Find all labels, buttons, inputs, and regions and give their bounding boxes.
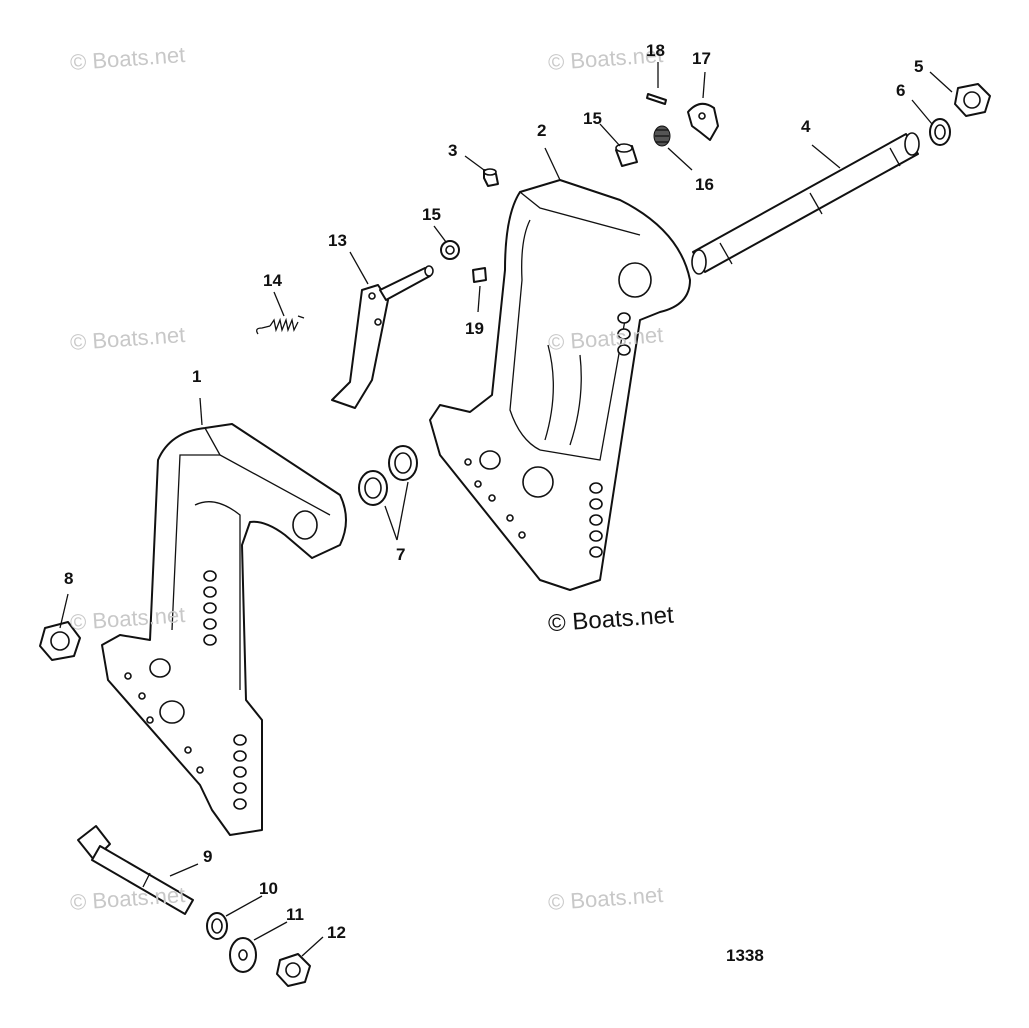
part-4-tilt-tube (691, 132, 920, 275)
callout-12: 12 (327, 923, 346, 942)
figure-number: 1338 (726, 946, 764, 965)
part-12-nut (276, 953, 311, 987)
callout-1: 1 (192, 367, 202, 386)
callout-4: 4 (801, 117, 811, 136)
part-9-bolt (77, 825, 194, 915)
part-16-knurled-bushing (653, 125, 671, 147)
callout-13: 13 (328, 231, 347, 250)
part-11-flat-washer (229, 937, 257, 973)
callout-3: 3 (448, 141, 458, 160)
part-15-bushing-b (615, 143, 638, 167)
part-1-adjustment-holes (203, 570, 247, 810)
part-18-pin (646, 93, 667, 105)
part-13-tilt-lever (331, 265, 434, 409)
part-2-adjustment-holes (589, 312, 631, 558)
callout-11: 11 (286, 905, 304, 924)
part-15-bushing-a (440, 240, 460, 260)
callout-16: 16 (695, 175, 714, 194)
callout-15a: 15 (422, 205, 441, 224)
part-10-washer (206, 912, 228, 940)
callout-19: 19 (465, 319, 484, 338)
part-6-washer (929, 118, 951, 146)
part-14-spring (256, 315, 305, 335)
leader-lines (59, 62, 953, 957)
callout-15b: 15 (583, 109, 602, 128)
callout-8: 8 (64, 569, 74, 588)
callout-2: 2 (537, 121, 547, 140)
part-5-nut (954, 83, 991, 117)
part-17-cam (687, 102, 719, 141)
part-1-clamp-bracket (101, 423, 347, 836)
callout-18: 18 (646, 41, 665, 60)
part-2-clamp-bracket (429, 179, 691, 591)
callout-10: 10 (259, 879, 278, 898)
callout-7: 7 (396, 545, 406, 564)
callout-5: 5 (914, 57, 924, 76)
part-8-nut (39, 621, 81, 661)
callout-17: 17 (692, 49, 711, 68)
part-7-wave-washers (358, 445, 418, 506)
callout-14: 14 (263, 271, 282, 290)
part-19-pin (472, 267, 487, 283)
part-3-grease-fitting (483, 168, 499, 187)
callout-6: 6 (896, 81, 906, 100)
callout-9: 9 (203, 847, 213, 866)
